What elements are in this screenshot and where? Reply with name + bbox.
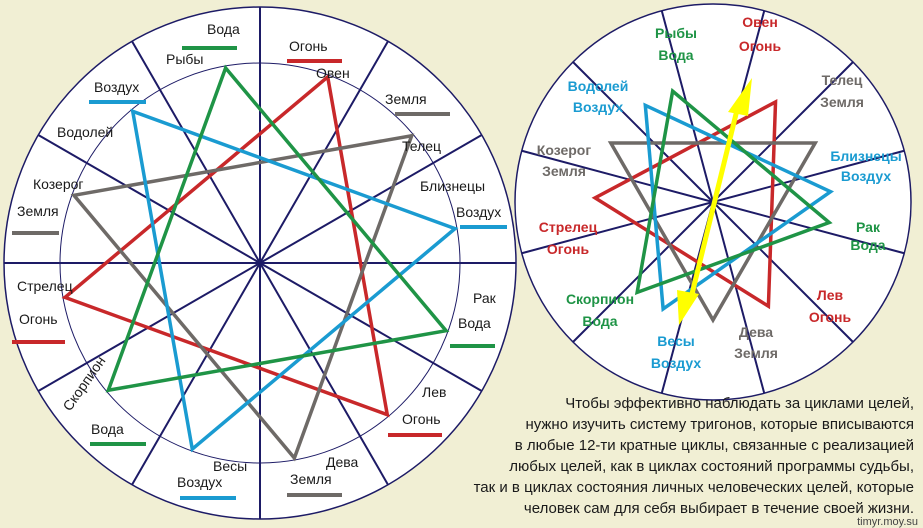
water-trigon [634,87,833,296]
big-wheel-trigons [61,64,459,462]
yellow-arrow-shaft [688,109,740,299]
watermark: timyr.moy.su [857,516,918,528]
wheel-spoke [572,201,714,343]
element-underline [182,46,237,50]
element-label: Воздух [94,79,139,95]
earth-trigon [70,133,415,462]
element-label: Огонь [547,241,590,257]
air-trigon [643,102,835,313]
element-label: Земля [820,94,864,110]
wheel-spoke [572,61,714,203]
element-underline [287,493,342,497]
sign-label: Рыбы [166,51,203,67]
yellow-arrow-head-down [677,290,699,325]
sign-label: Телец [402,138,441,154]
earth-trigon [607,141,819,324]
element-label: Вода [207,21,240,37]
yellow-arrow-head-up [728,78,752,116]
sign-label: Водолей [568,78,629,94]
element-underline [395,112,450,116]
small-wheel-trigons [591,87,835,324]
element-label: Огонь [289,38,328,54]
element-label: Земля [17,203,59,219]
element-label: Воздух [573,99,623,115]
caption-line: так и в циклах состояния личных человече… [474,479,914,496]
sign-label: Близнецы [420,178,485,194]
wheel-spoke [712,201,854,343]
element-label: Земля [734,345,778,361]
element-label: Вода [658,47,693,63]
small-zodiac-wheel: ОвенОгоньТелецЗемляБлизнецыВоздухРакВода… [514,3,912,401]
element-label: Вода [850,237,885,253]
big-zodiac-wheel: ОвенОгоньТелецЗемляБлизнецыВоздухРакВода… [3,6,517,520]
sign-label: Рак [856,219,881,235]
element-underline [460,225,507,229]
element-label: Огонь [809,309,852,325]
small-wheel-labels: ОвенОгоньТелецЗемляБлизнецыВоздухРакВода… [537,14,902,371]
element-label: Воздух [841,168,891,184]
element-label: Огонь [19,311,58,327]
sign-label: Весы [657,333,694,349]
wheel-spoke [712,149,905,203]
small-wheel-arrows [677,78,752,325]
big-wheel-labels: ОвенОгоньТелецЗемляБлизнецыВоздухРакВода… [12,21,507,500]
element-underline [90,442,146,446]
element-label: Земля [290,471,332,487]
sign-label: Телец [822,72,863,88]
sign-label: Весы [213,458,247,474]
element-underline [388,433,442,437]
caption-line: нужно изучить систему тригонов, которые … [525,416,914,433]
caption-line: любых целей, как в циклах состояний прог… [509,458,914,475]
water-trigon [105,64,450,393]
sign-label: Рак [473,290,497,306]
air-trigon [130,108,459,453]
sign-label: Козерог [537,142,592,158]
element-label: Воздух [456,204,501,220]
sign-label: Рыбы [655,25,697,41]
element-label: Вода [458,315,491,331]
wheel-spoke [521,149,714,203]
caption-line: человек сам для себя выбирает в течение … [524,500,914,517]
sign-label: Лев [422,384,446,400]
sign-label: Овен [316,65,350,81]
element-label: Огонь [739,38,782,54]
caption-line: Чтобы эффективно наблюдать за циклами це… [565,395,914,412]
fire-trigon [61,73,390,418]
element-underline [12,231,59,235]
element-label: Огонь [402,411,441,427]
wheel-spoke [660,10,714,203]
element-label: Земля [385,91,427,107]
sign-label: Близнецы [830,148,901,164]
fire-trigon [591,98,778,310]
caption-text: Чтобы эффективно наблюдать за циклами це… [474,395,914,517]
element-underline [89,100,146,104]
sign-label: Овен [742,14,778,30]
element-underline [450,344,495,348]
element-label: Вода [91,421,124,437]
sign-label: Козерог [33,176,84,192]
caption-line: в любые 12-ти кратные циклы, связанные с… [515,437,914,454]
sign-label: Лев [817,287,844,303]
element-label: Воздух [177,474,222,490]
sign-label: Дева [739,324,773,340]
element-underline [287,59,342,63]
sign-label: Стрелец [539,219,598,235]
wheel-spoke [521,201,714,255]
element-underline [180,496,236,500]
sign-label: Скорпион [566,291,634,307]
element-label: Земля [542,163,586,179]
element-underline [12,340,65,344]
wheel-spoke [712,201,905,255]
sign-label: Водолей [57,124,113,140]
wheel-spoke [712,201,766,394]
element-label: Вода [582,313,617,329]
wheel-spoke [712,61,854,203]
element-label: Воздух [651,355,701,371]
sign-label: Стрелец [17,278,73,294]
sign-label: Дева [326,454,359,470]
